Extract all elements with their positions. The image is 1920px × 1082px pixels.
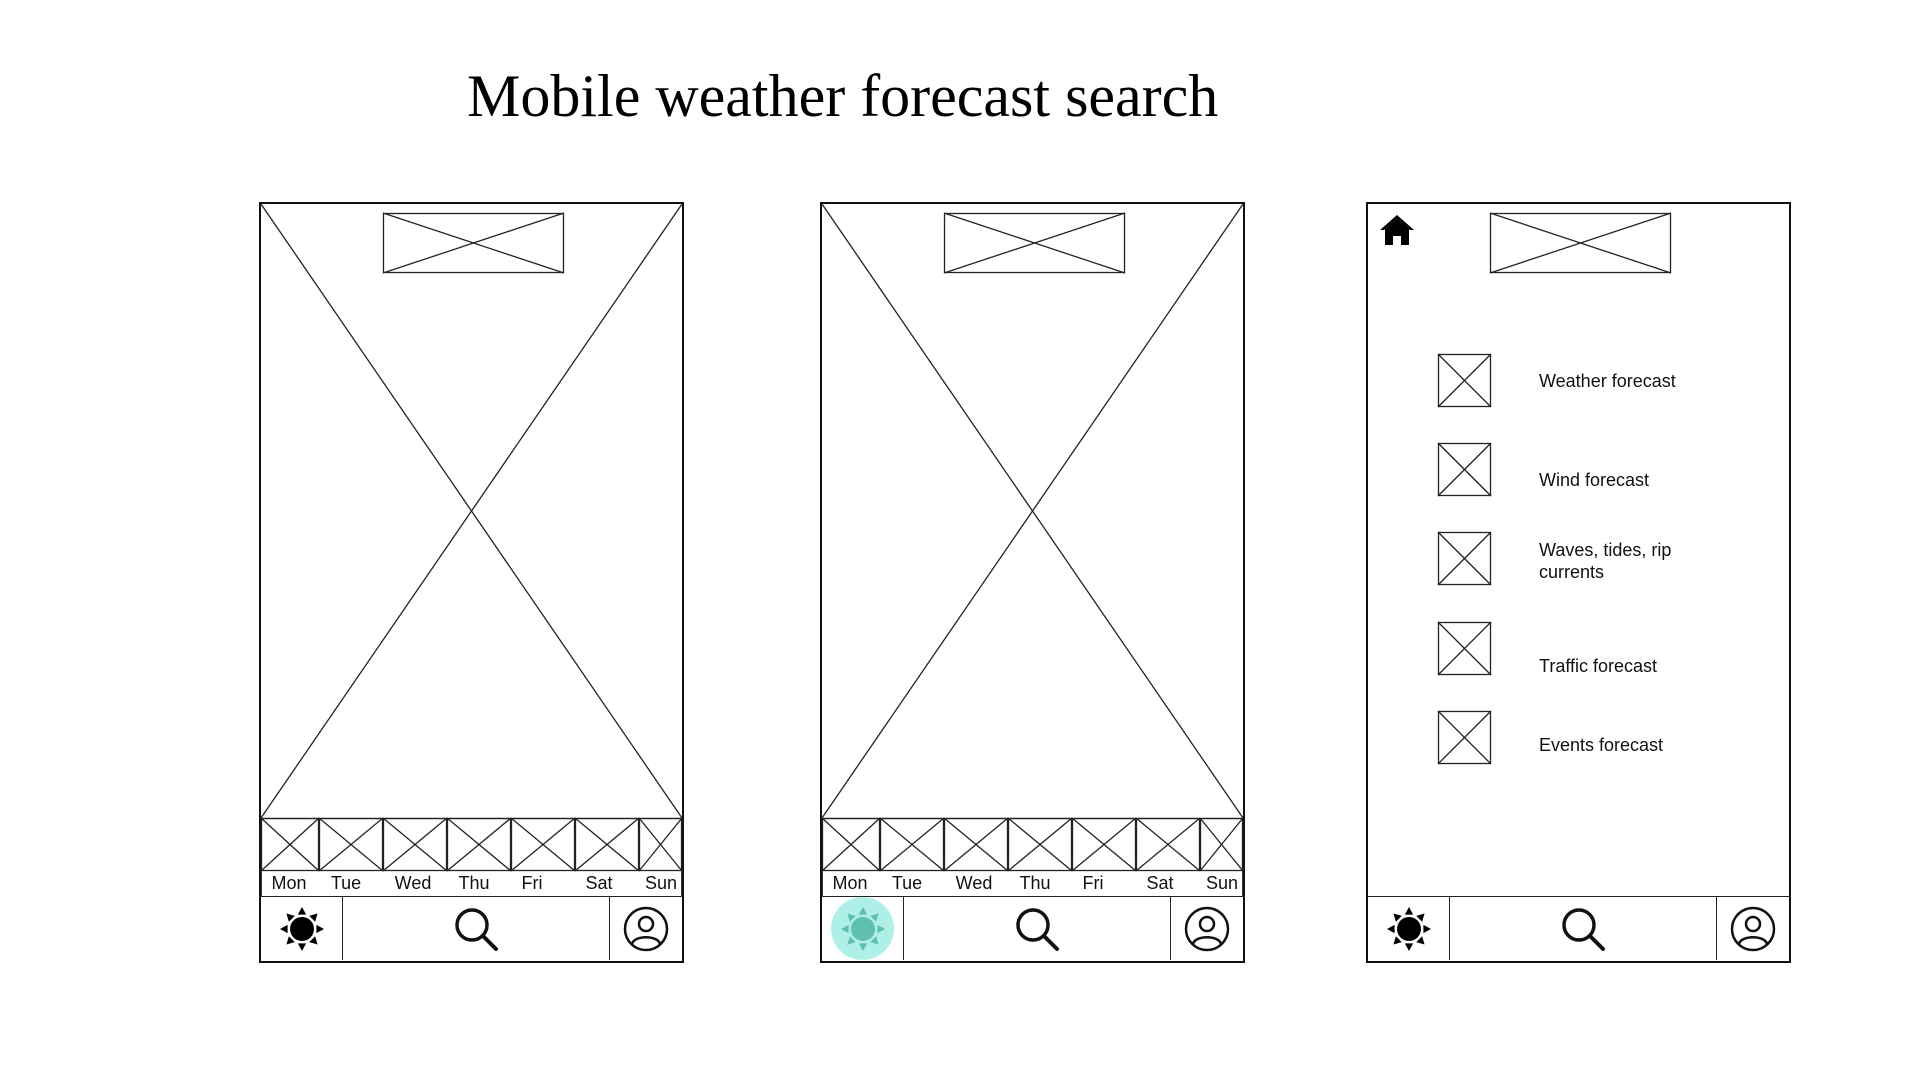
day-icon-placeholder	[318, 817, 384, 872]
background-image-placeholder	[821, 203, 1244, 819]
menu-item-label: Traffic forecast	[1539, 656, 1658, 676]
day-labels-row: Mon Tue Wed Thu Fri Sat Sun	[822, 871, 1243, 896]
sun-icon	[278, 905, 326, 953]
day-label-sat: Sat	[1146, 873, 1174, 893]
profile-nav-button[interactable]	[1716, 897, 1789, 960]
menu-item-icon-placeholder	[1437, 353, 1492, 408]
day-label-mon: Mon	[271, 873, 307, 893]
day-icon-placeholder	[382, 817, 448, 872]
phone-screen-menu: Weather forecast Wind forecast Waves, ti…	[1366, 202, 1791, 963]
bottom-nav-bar	[261, 896, 682, 961]
menu-item-label: Events forecast	[1539, 735, 1664, 755]
day-label-thu: Thu	[1019, 873, 1051, 893]
day-label-tue: Tue	[330, 873, 362, 893]
day-row-divider	[261, 871, 262, 896]
day-icons-strip	[821, 817, 1244, 872]
day-label-fri: Fri	[1082, 873, 1104, 893]
background-image-placeholder	[260, 203, 683, 819]
day-icon-placeholder	[943, 817, 1009, 872]
sun-icon	[839, 905, 887, 953]
day-icon-placeholder	[1135, 817, 1201, 872]
search-icon	[1013, 905, 1061, 953]
sun-icon	[1385, 905, 1433, 953]
menu-item[interactable]: Wind forecast	[1437, 442, 1768, 497]
day-icon-placeholder	[879, 817, 945, 872]
search-nav-button[interactable]	[904, 897, 1170, 960]
menu-item[interactable]: Events forecast	[1437, 710, 1768, 765]
day-icon-placeholder	[1007, 817, 1073, 872]
day-icon-placeholder	[510, 817, 576, 872]
day-label-wed: Wed	[955, 873, 993, 893]
logo-image-placeholder	[943, 212, 1126, 274]
day-label-tue: Tue	[891, 873, 923, 893]
weather-nav-button[interactable]	[261, 897, 343, 960]
day-label-thu: Thu	[458, 873, 490, 893]
user-profile-icon	[1729, 905, 1777, 953]
menu-item-label: Weather forecast	[1539, 371, 1676, 391]
menu-item[interactable]: Traffic forecast	[1437, 621, 1768, 676]
day-label-sat: Sat	[585, 873, 613, 893]
day-row-divider	[681, 871, 682, 896]
day-row-divider	[822, 871, 823, 896]
weather-nav-button-active[interactable]	[822, 897, 904, 960]
home-icon[interactable]	[1378, 212, 1416, 253]
day-icon-placeholder	[638, 817, 683, 872]
menu-item-icon-placeholder	[1437, 442, 1492, 497]
day-label-sun: Sun	[644, 873, 678, 893]
day-row-divider	[1242, 871, 1243, 896]
day-icon-placeholder	[574, 817, 640, 872]
day-label-sun: Sun	[1205, 873, 1239, 893]
bottom-nav-bar	[1368, 896, 1789, 961]
day-icon-placeholder	[260, 817, 320, 872]
day-icon-placeholder	[821, 817, 881, 872]
profile-nav-button[interactable]	[609, 897, 682, 960]
menu-item-icon-placeholder	[1437, 531, 1492, 586]
search-nav-button[interactable]	[1450, 897, 1716, 960]
phone-screen-forecast: Mon Tue Wed Thu Fri Sat Sun	[259, 202, 684, 963]
day-icon-placeholder	[1071, 817, 1137, 872]
menu-item-icon-placeholder	[1437, 710, 1492, 765]
menu-item-icon-placeholder	[1437, 621, 1492, 676]
day-label-mon: Mon	[832, 873, 868, 893]
logo-image-placeholder	[1489, 212, 1672, 274]
day-labels-row: Mon Tue Wed Thu Fri Sat Sun	[261, 871, 682, 896]
search-nav-button[interactable]	[343, 897, 609, 960]
logo-image-placeholder	[382, 212, 565, 274]
profile-nav-button[interactable]	[1170, 897, 1243, 960]
menu-item-label: Waves, tides, rip currents	[1539, 540, 1672, 582]
weather-nav-button[interactable]	[1368, 897, 1450, 960]
user-profile-icon	[1183, 905, 1231, 953]
menu-item[interactable]: Weather forecast	[1437, 353, 1768, 408]
user-profile-icon	[622, 905, 670, 953]
search-icon	[1559, 905, 1607, 953]
day-icons-strip	[260, 817, 683, 872]
day-icon-placeholder	[446, 817, 512, 872]
day-label-wed: Wed	[394, 873, 432, 893]
phone-screen-forecast-active: Mon Tue Wed Thu Fri Sat Sun	[820, 202, 1245, 963]
day-label-fri: Fri	[521, 873, 543, 893]
search-icon	[452, 905, 500, 953]
menu-item-label: Wind forecast	[1539, 470, 1650, 490]
day-icon-placeholder	[1199, 817, 1244, 872]
menu-item[interactable]: Waves, tides, rip currents	[1437, 531, 1768, 586]
page-title: Mobile weather forecast search	[467, 63, 1219, 129]
bottom-nav-bar	[822, 896, 1243, 961]
